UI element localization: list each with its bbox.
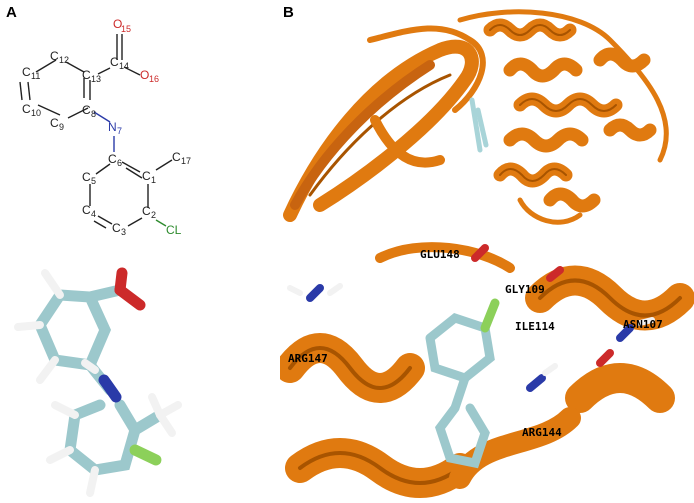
binding-pocket: GLU148 GLY109 ILE114 ASN107 ARG147 ARG14… [280,238,694,503]
atom-c8: C [82,103,91,117]
residue-label-glu148: GLU148 [420,248,460,261]
atom-c11: C [22,65,31,79]
atom-c2: C [142,204,151,218]
atom-c12-index: 12 [59,55,69,65]
atom-n7: N [108,120,117,134]
residue-label-arg147: ARG147 [288,352,328,365]
atom-c11-index: 11 [31,71,40,81]
stick-model [14,267,182,497]
atom-o16-index: 16 [149,74,159,84]
panel-label-b: B [283,4,294,21]
atom-c4: C [82,203,91,217]
protein-cartoon [283,9,669,225]
atom-c4-index: 4 [91,209,96,219]
atom-o16: O [140,68,149,82]
atom-c9: C [50,116,59,130]
atom-o15-index: 15 [121,24,131,34]
atom-c8-index: 8 [91,109,96,119]
atom-c1-index: 1 [151,175,156,185]
atom-c3-index: 3 [121,227,126,237]
atom-c1: C [142,169,151,183]
residue-label-arg144: ARG144 [522,426,562,439]
atom-c9-index: 9 [59,122,64,132]
residue-label-ile114: ILE114 [515,320,555,333]
structure-diagram: O 15 C 12 C 14 C 11 C 13 O 16 C 10 C 8 C… [19,17,191,237]
atom-c14: C [110,55,119,69]
residue-label-asn107: ASN107 [623,318,663,331]
atom-c12: C [50,49,59,63]
atom-c10-index: 10 [31,108,41,118]
atom-c6-index: 6 [117,158,122,168]
atom-c17: C [172,150,181,164]
atom-c13-index: 13 [91,74,101,84]
atom-c5: C [82,170,91,184]
atom-c2-index: 2 [151,210,156,220]
panel-label-a: A [6,4,17,21]
atom-c3: C [112,221,121,235]
atom-c6: C [108,152,117,166]
atom-c13: C [82,68,91,82]
atom-cl: CL [166,223,182,237]
residue-label-gly109: GLY109 [505,283,545,296]
atom-c17-index: 17 [181,156,191,166]
atom-c5-index: 5 [91,176,96,186]
atom-c14-index: 14 [119,61,129,71]
atom-n7-index: 7 [117,126,122,136]
atom-o15: O [113,17,122,31]
atom-c10: C [22,102,31,116]
